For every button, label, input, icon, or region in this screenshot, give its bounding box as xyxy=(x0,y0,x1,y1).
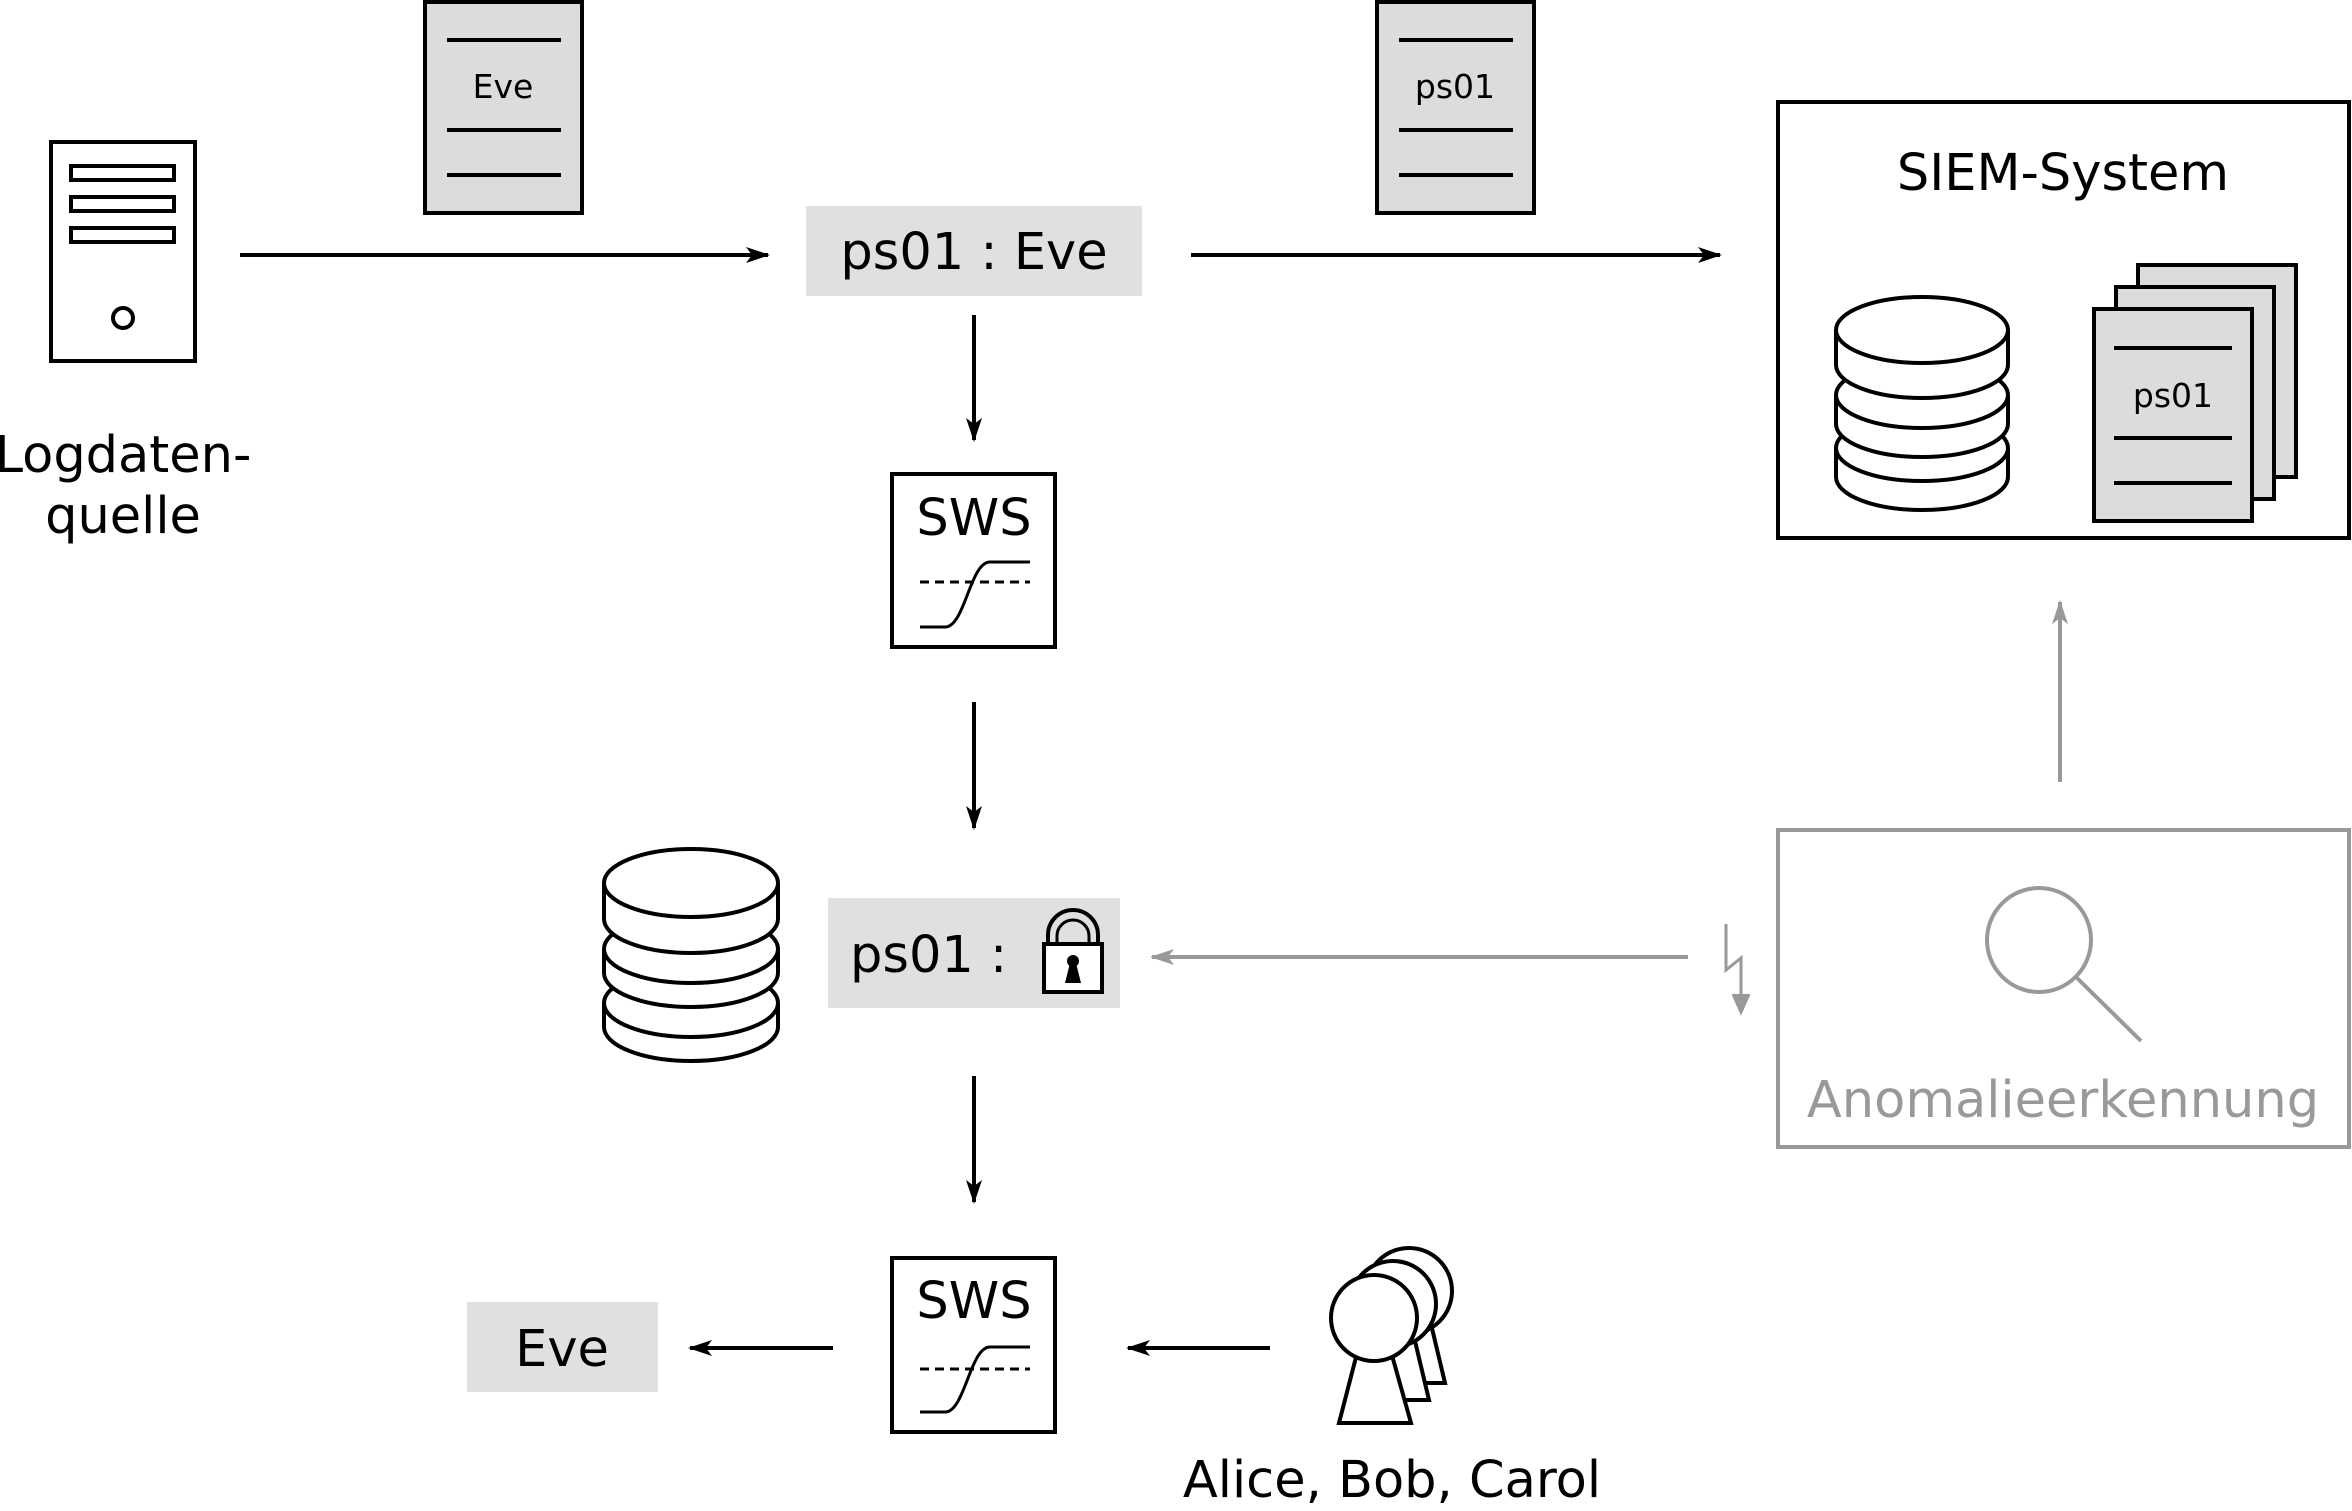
document-stack-icon xyxy=(2092,263,2298,523)
server-icon xyxy=(49,140,197,363)
sws-label-bottom: SWS xyxy=(916,1272,1031,1331)
record-plain-label: ps01 : Eve xyxy=(840,223,1107,282)
lightning-icon xyxy=(1724,924,1751,1016)
document-label-ps01: ps01 xyxy=(1415,67,1495,106)
record-plain-box xyxy=(806,206,1142,296)
document-label-eve: Eve xyxy=(473,67,534,106)
document-icon xyxy=(1375,0,1536,215)
threshold-curve-icon xyxy=(920,1345,1030,1414)
siem-system-title: SIEM-System xyxy=(1897,144,2229,203)
user-group-icon xyxy=(1329,1246,1454,1425)
source-label-line1: Logdaten- xyxy=(0,426,251,485)
anomaly-detection-box xyxy=(1776,828,2351,1149)
sws-label-top: SWS xyxy=(916,489,1031,548)
result-box xyxy=(467,1302,658,1392)
threshold-curve-icon xyxy=(920,560,1030,629)
magnifier-icon xyxy=(1985,886,2143,1043)
users-label: Alice, Bob, Carol xyxy=(1183,1451,1601,1510)
source-label-line2: quelle xyxy=(45,487,201,546)
siem-document-label: ps01 xyxy=(2133,376,2213,415)
database-icon xyxy=(602,847,780,1063)
record-encrypted-label: ps01 : xyxy=(850,926,1007,985)
anomaly-detection-label: Anomalieerkennung xyxy=(1807,1071,2319,1130)
database-icon xyxy=(1834,295,2010,512)
document-icon xyxy=(423,0,584,215)
lock-icon xyxy=(1042,908,1104,994)
result-label: Eve xyxy=(515,1320,609,1379)
sws-box-bottom xyxy=(890,1256,1057,1434)
